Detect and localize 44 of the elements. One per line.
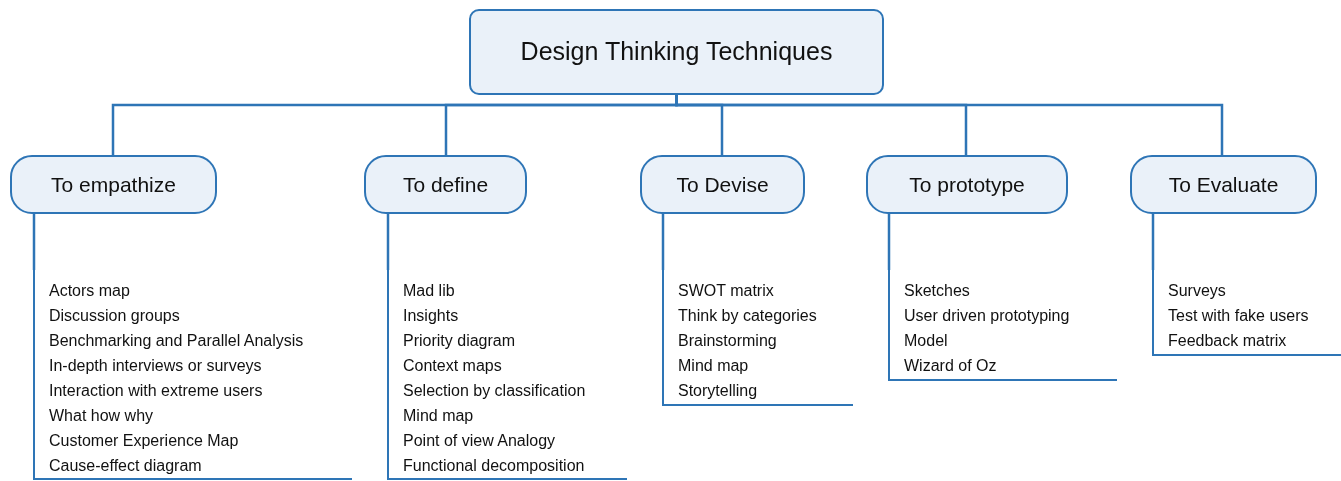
- bracket-list: [662, 270, 853, 406]
- list-item: Model: [904, 331, 949, 351]
- list-item: Benchmarking and Parallel Analysis: [49, 331, 305, 351]
- bracket-list: [1152, 270, 1341, 356]
- connector-line: [661, 214, 665, 270]
- list-item: Mad lib: [403, 281, 456, 301]
- list-item: Discussion groups: [49, 306, 181, 326]
- list-item: Point of view Analogy: [403, 431, 557, 451]
- list-item: Interaction with extreme users: [49, 381, 264, 401]
- category-box: To prototype: [866, 155, 1068, 214]
- list-item: Test with fake users: [1168, 306, 1310, 326]
- connector-line: [386, 214, 390, 270]
- list-item: Context maps: [403, 356, 503, 376]
- list-item: Insights: [403, 306, 460, 326]
- list-item: Feedback matrix: [1168, 331, 1288, 351]
- list-item: What how why: [49, 406, 155, 426]
- connector-line: [32, 214, 36, 270]
- bracket-list: [888, 270, 1117, 381]
- bracket-list: [387, 270, 627, 480]
- connector-line: [1151, 214, 1155, 270]
- list-item: Priority diagram: [403, 331, 517, 351]
- list-item: Think by categories: [678, 306, 818, 326]
- list-item: Functional decomposition: [403, 456, 586, 476]
- list-item: Cause-effect diagram: [49, 456, 203, 476]
- list-item: Wizard of Oz: [904, 356, 998, 376]
- list-item: Sketches: [904, 281, 971, 301]
- list-item: Surveys: [1168, 281, 1227, 301]
- title-box: Design Thinking Techniques: [469, 9, 884, 95]
- list-item: Selection by classification: [403, 381, 587, 401]
- category-box: To empathize: [10, 155, 217, 214]
- list-item: Mind map: [403, 406, 475, 426]
- list-item: Brainstorming: [678, 331, 778, 351]
- bracket-list: [33, 270, 352, 480]
- connector-line: [887, 214, 891, 270]
- category-box: To define: [364, 155, 527, 214]
- category-box: To Evaluate: [1130, 155, 1317, 214]
- list-item: User driven prototyping: [904, 306, 1071, 326]
- list-item: Storytelling: [678, 381, 759, 401]
- list-item: Mind map: [678, 356, 750, 376]
- list-item: Customer Experience Map: [49, 431, 240, 451]
- list-item: SWOT matrix: [678, 281, 775, 301]
- list-item: Actors map: [49, 281, 131, 301]
- category-box: To Devise: [640, 155, 805, 214]
- list-item: In-depth interviews or surveys: [49, 356, 263, 376]
